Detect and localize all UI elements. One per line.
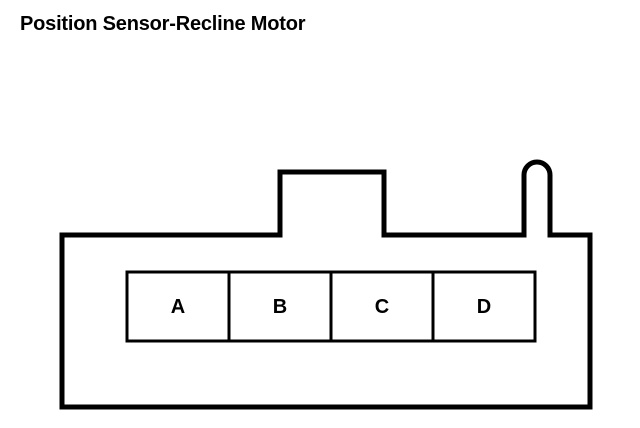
page-title: Position Sensor-Recline Motor: [20, 13, 306, 35]
pin-label-d: D: [477, 296, 491, 318]
pin-label-a: A: [171, 296, 185, 318]
pin-row: A B C D: [125, 270, 537, 343]
pin-label-c: C: [375, 296, 389, 318]
pin-label-b: B: [273, 296, 287, 318]
